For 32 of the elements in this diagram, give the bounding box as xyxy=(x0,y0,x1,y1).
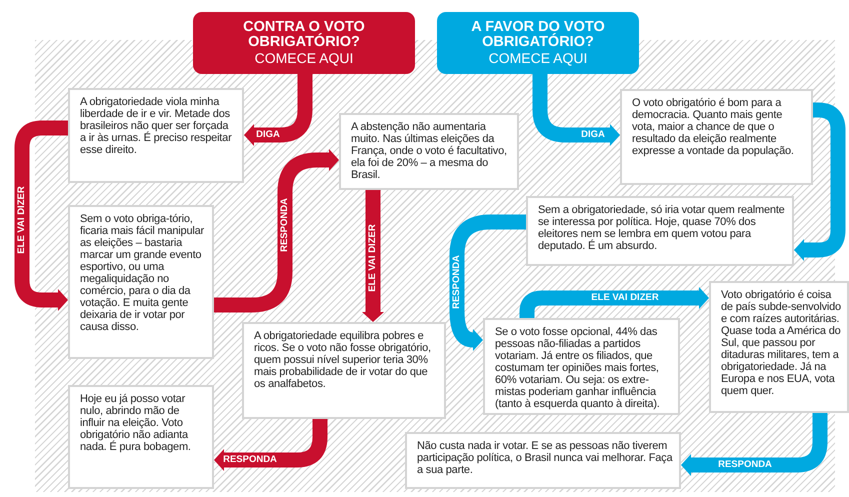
argument-text: Sem o voto obriga-tório, ficaria mais fácil manipular as eleições – bastaria marcar um grande evento esportivo, ou uma megaliquidação no comércio, para o dia da votação. E muita gente deixaria de ir votar por causa disso. xyxy=(80,213,205,333)
argument-box xyxy=(709,281,849,413)
argument-box xyxy=(405,432,681,489)
ribbon-arrow xyxy=(794,102,846,261)
argument-text: Voto obrigatório é coisa de país subde-senvolvido e com raízes autoritárias. Quase toda a América do Sul, que passou por ditaduras militares, tem a obrigatoriedade. Já na Europa e nos EUA, vota quem quer. xyxy=(721,289,841,397)
argument-box xyxy=(242,322,446,419)
argument-box xyxy=(620,89,813,185)
argument-text: A obrigatoriedade equilibra pobres e ricos. Se o voto não fosse obrigatório, quem possui nível superior teria 30% mais probabilidade de ir votar do que os analfabetos. xyxy=(254,330,432,390)
ribbon-arrow xyxy=(214,149,339,312)
argument-box xyxy=(526,196,794,266)
argument-box xyxy=(483,318,680,415)
banner-subtitle: COMECE AQUI xyxy=(254,50,354,66)
argument-text: A abstenção não aumentaria muito. Nas últimas eleições da França, onde o voto é facultativo, ela foi de 20% – a mesma do Brasil. xyxy=(351,121,508,181)
argument-text: Não custa nada ir votar. E se as pessoas não tiverem participação política, o Brasil nunca vai melhorar. Faça a sua parte. xyxy=(417,440,673,476)
argument-text: Sem a obrigatoriedade, só iria votar quem realmente se interessa por política. Hoje, quase 70% dos eleitores nem se lembra em quem votou para deputado. É um absurdo. xyxy=(538,204,786,252)
argument-text: O voto obrigatório é bom para a democracia. Quanto mais gente vota, maior a chance de que o resultado da eleição realmente expresse a vontade da população. xyxy=(632,97,795,157)
start-banner xyxy=(193,12,415,74)
argument-text: Hoje eu já posso votar nulo, abrindo mão de influir na eleição. Voto obrigatório não adianta nada. É pura bobagem. xyxy=(80,393,192,453)
ribbon-arrow xyxy=(362,190,384,322)
argument-text: A obrigatoriedade viola minha liberdade de ir e vir. Metade dos brasileiros não quer ser forçada a ir às urnas. É preciso respeitar esse direito. xyxy=(80,96,233,156)
argument-box xyxy=(339,113,519,190)
start-banner xyxy=(437,12,639,74)
ribbon-arrow xyxy=(520,287,709,320)
argument-box xyxy=(68,385,214,489)
argument-box xyxy=(68,88,244,183)
ribbon-arrow xyxy=(214,419,328,471)
banner-subtitle: COMECE AQUI xyxy=(488,50,588,66)
banner-title: CONTRA O VOTO OBRIGATÓRIO? xyxy=(242,20,366,50)
banner-title: A FAVOR DO VOTO OBRIGATÓRIO? xyxy=(470,20,606,50)
argument-box xyxy=(68,205,214,359)
ribbon-arrow xyxy=(450,214,526,351)
argument-text: Se o voto fosse opcional, 44% das pessoas não-filiadas a partidos votariam. Já entre os filiados, que costumam ter opiniões mais fortes, 60% votariam. Ou seja: os extre-mistas poderiam ganhar influência (tanto à esquerda quanto à direita). xyxy=(495,326,661,410)
